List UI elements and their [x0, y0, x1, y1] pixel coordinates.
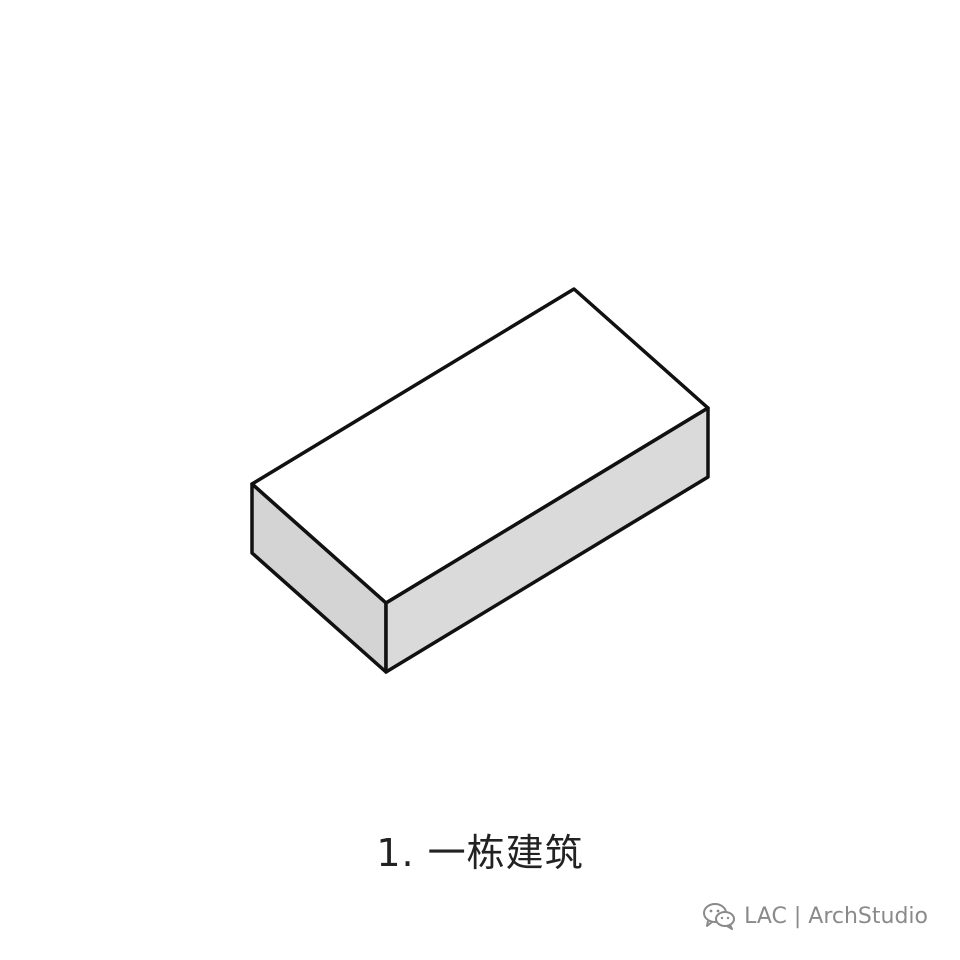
wechat-icon	[703, 903, 736, 930]
diagram-caption: 1. 一栋建筑	[376, 831, 584, 875]
building-box	[250, 287, 710, 674]
watermark-text: LAC | ArchStudio	[744, 903, 928, 929]
box-front-face	[384, 406, 710, 674]
watermark: LAC | ArchStudio	[702, 902, 928, 930]
